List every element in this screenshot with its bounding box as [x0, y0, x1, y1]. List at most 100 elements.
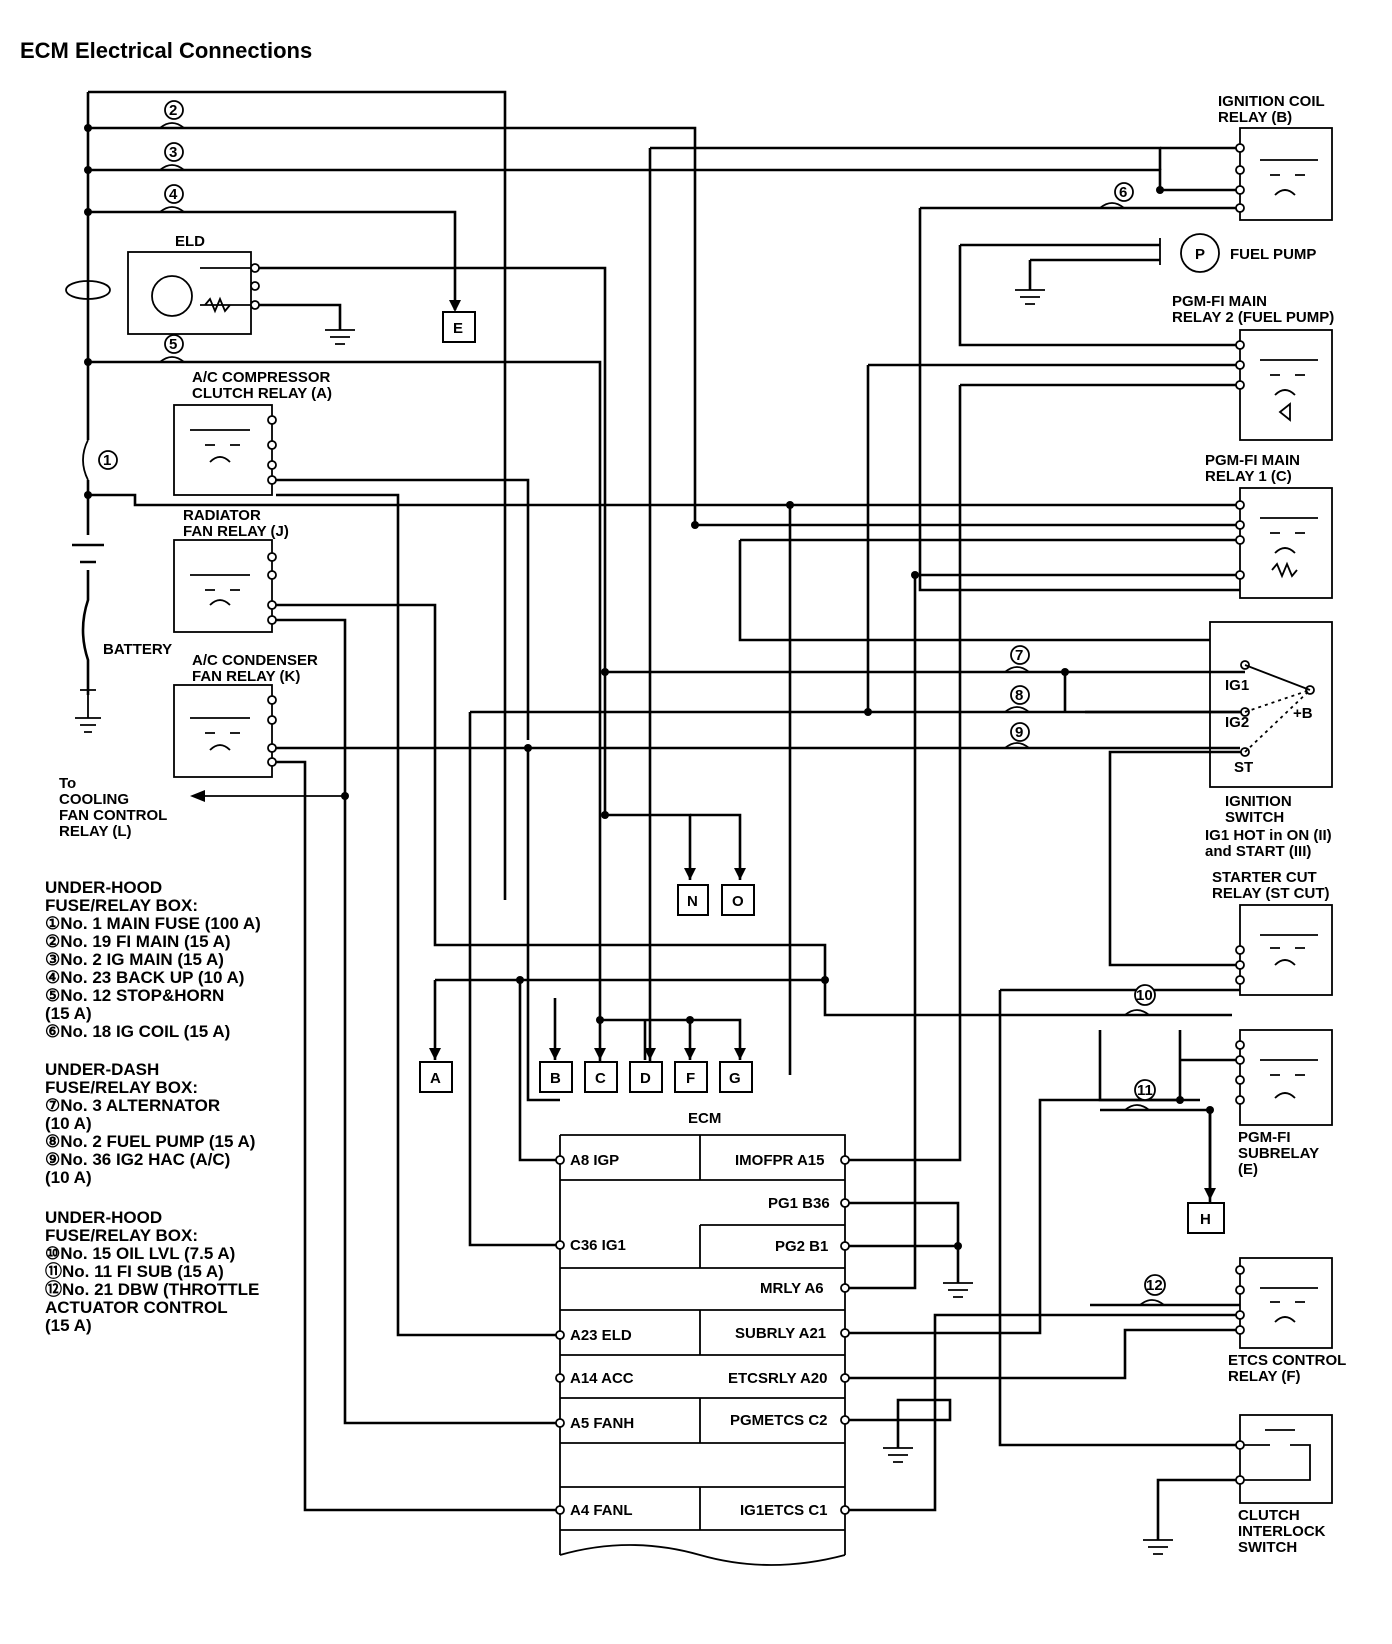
svg-text:(E): (E) — [1238, 1161, 1258, 1178]
svg-text:⑩No. 15 OIL LVL (7.5 A): ⑩No. 15 OIL LVL (7.5 A) — [45, 1244, 235, 1263]
svg-text:RELAY (ST CUT): RELAY (ST CUT) — [1212, 885, 1330, 902]
svg-text:BATTERY: BATTERY — [103, 641, 172, 658]
svg-text:RELAY (L): RELAY (L) — [59, 823, 132, 840]
connector-o — [721, 884, 755, 916]
svg-text:To: To — [59, 775, 76, 792]
ecm-pin-c36-ig1: C36 IG1 — [555, 1237, 626, 1254]
svg-text:8: 8 — [1015, 687, 1023, 704]
svg-text:MRLY A6: MRLY A6 — [760, 1280, 824, 1297]
fuse-legend: UNDER-HOOD FUSE/RELAY BOX: ①No. 1 MAIN F… — [45, 878, 261, 1335]
svg-text:and START (III): and START (III) — [1205, 843, 1311, 860]
svg-text:12: 12 — [1146, 1277, 1163, 1294]
svg-text:O: O — [732, 893, 744, 910]
svg-text:⑪No. 11 FI SUB (15 A): ⑪No. 11 FI SUB (15 A) — [45, 1261, 224, 1281]
ecm-pin-a23-eld: A23 ELD — [555, 1327, 632, 1344]
svg-text:C36 IG1: C36 IG1 — [570, 1237, 626, 1254]
svg-text:⑥No. 18 IG COIL (15 A): ⑥No. 18 IG COIL (15 A) — [45, 1022, 230, 1041]
fuse-9: 9 — [1004, 722, 1030, 749]
etcs-control-relay: ETCS CONTROL RELAY (F) — [1228, 1257, 1346, 1385]
svg-text:④No. 23 BACK UP (10 A): ④No. 23 BACK UP (10 A) — [45, 968, 244, 987]
svg-text:SWITCH: SWITCH — [1225, 809, 1284, 826]
connector-e — [442, 311, 476, 343]
svg-text:1: 1 — [103, 452, 111, 469]
svg-text:IG1ETCS C1: IG1ETCS C1 — [740, 1502, 828, 1519]
svg-text:+B: +B — [1293, 705, 1313, 722]
ecm-pin-subrly-a21: SUBRLY A21 — [735, 1325, 850, 1342]
svg-text:SUBRLY A21: SUBRLY A21 — [735, 1325, 826, 1342]
svg-text:H: H — [1200, 1211, 1211, 1228]
svg-text:C: C — [595, 1070, 606, 1087]
svg-text:UNDER-HOOD: UNDER-HOOD — [45, 878, 162, 897]
connector-n — [677, 884, 709, 916]
svg-text:F: F — [686, 1070, 695, 1087]
fuse-2: 2 — [159, 100, 185, 129]
svg-text:⑦No. 3 ALTERNATOR: ⑦No. 3 ALTERNATOR — [45, 1096, 220, 1115]
svg-text:10: 10 — [1136, 987, 1153, 1004]
svg-text:PGM-FI: PGM-FI — [1238, 1129, 1291, 1146]
ecm-pin-etcsrly-a20: ETCSRLY A20 — [728, 1370, 850, 1387]
svg-text:(15 A): (15 A) — [45, 1316, 92, 1335]
svg-text:UNDER-HOOD: UNDER-HOOD — [45, 1208, 162, 1227]
svg-text:E: E — [453, 320, 463, 337]
svg-text:CLUTCH: CLUTCH — [1238, 1507, 1300, 1524]
radiator-fan-relay: RADIATOR FAN RELAY (J) — [173, 507, 289, 633]
fuse-12: 12 — [1139, 1274, 1166, 1306]
fuse-3: 3 — [159, 142, 185, 171]
svg-text:PG1 B36: PG1 B36 — [768, 1195, 830, 1212]
ignition-coil-relay: IGNITION COIL RELAY (B) — [1218, 93, 1333, 221]
ecm-pin-a4-fanl: A4 FANL — [555, 1502, 633, 1519]
svg-text:RELAY (B): RELAY (B) — [1218, 109, 1292, 126]
svg-text:FUSE/RELAY BOX:: FUSE/RELAY BOX: — [45, 896, 198, 915]
junction-dots — [84, 124, 1214, 1250]
ecm-pin-a8-igp: A8 IGP — [555, 1152, 619, 1169]
cooling-fan-label: To COOLING FAN CONTROL RELAY (L) — [59, 775, 167, 840]
ecm-pin-a5-fanh: A5 FANH — [555, 1415, 634, 1432]
svg-text:FAN RELAY (K): FAN RELAY (K) — [192, 668, 300, 685]
starter-cut-relay: STARTER CUT RELAY (ST CUT) — [1212, 869, 1333, 996]
svg-text:N: N — [687, 893, 698, 910]
connector-a — [419, 1061, 453, 1093]
connector-c — [584, 1061, 618, 1093]
svg-text:A: A — [430, 1070, 441, 1087]
svg-text:①No. 1 MAIN FUSE (100 A): ①No. 1 MAIN FUSE (100 A) — [45, 914, 261, 933]
svg-text:RELAY (F): RELAY (F) — [1228, 1368, 1301, 1385]
svg-text:A23 ELD: A23 ELD — [570, 1327, 632, 1344]
svg-text:FUSE/RELAY BOX:: FUSE/RELAY BOX: — [45, 1226, 198, 1245]
svg-text:IGNITION: IGNITION — [1225, 793, 1292, 810]
svg-text:FAN CONTROL: FAN CONTROL — [59, 807, 167, 824]
ground-symbols — [75, 289, 1173, 1555]
pgm-fi-main-relay-1: PGM-FI MAIN RELAY 1 (C) — [1205, 452, 1333, 599]
ac-condenser-relay: A/C CONDENSER FAN RELAY (K) — [173, 652, 318, 778]
svg-text:⑤No. 12 STOP&HORN: ⑤No. 12 STOP&HORN — [45, 986, 224, 1005]
svg-text:UNDER-DASH: UNDER-DASH — [45, 1060, 159, 1079]
svg-text:ACTUATOR CONTROL: ACTUATOR CONTROL — [45, 1298, 228, 1317]
connector-f — [674, 1061, 708, 1093]
svg-text:A8 IGP: A8 IGP — [570, 1152, 619, 1169]
svg-text:4: 4 — [169, 186, 178, 203]
svg-text:RELAY 2 (FUEL PUMP): RELAY 2 (FUEL PUMP) — [1172, 309, 1334, 326]
svg-text:A5 FANH: A5 FANH — [570, 1415, 634, 1432]
svg-text:PGM-FI MAIN: PGM-FI MAIN — [1205, 452, 1300, 469]
clutch-interlock-switch: CLUTCH INTERLOCK SWITCH — [1235, 1414, 1333, 1556]
fuse-10: 10 — [1124, 984, 1156, 1016]
svg-text:D: D — [640, 1070, 651, 1087]
svg-text:G: G — [729, 1070, 741, 1087]
svg-text:STARTER CUT: STARTER CUT — [1212, 869, 1317, 886]
svg-text:IMOFPR A15: IMOFPR A15 — [735, 1152, 824, 1169]
svg-text:⑫No. 21 DBW (THROTTLE: ⑫No. 21 DBW (THROTTLE — [45, 1279, 259, 1299]
svg-text:RADIATOR: RADIATOR — [183, 507, 261, 524]
ac-compressor-relay: A/C COMPRESSOR CLUTCH RELAY (A) — [173, 369, 332, 496]
fuse-6: 6 — [1099, 182, 1134, 209]
svg-text:9: 9 — [1015, 724, 1023, 741]
svg-text:(15 A): (15 A) — [45, 1004, 92, 1023]
pgm-fi-subrelay: PGM-FI SUBRELAY (E) — [1235, 1029, 1333, 1178]
svg-text:③No. 2 IG MAIN (15 A): ③No. 2 IG MAIN (15 A) — [45, 950, 224, 969]
ecm-block: ECM A8 IGP C36 IG1 A23 ELD A14 ACC A5 FA… — [555, 1110, 850, 1566]
svg-text:3: 3 — [169, 144, 177, 161]
svg-text:11: 11 — [1137, 1082, 1153, 1099]
connector-h — [1187, 1202, 1225, 1234]
ecm-pin-ig1etcs-c1: IG1ETCS C1 — [740, 1502, 850, 1519]
svg-text:INTERLOCK: INTERLOCK — [1238, 1523, 1326, 1540]
fuse-1: 1 — [82, 439, 118, 481]
ecm-pin-mrly-a6: MRLY A6 — [760, 1280, 850, 1297]
